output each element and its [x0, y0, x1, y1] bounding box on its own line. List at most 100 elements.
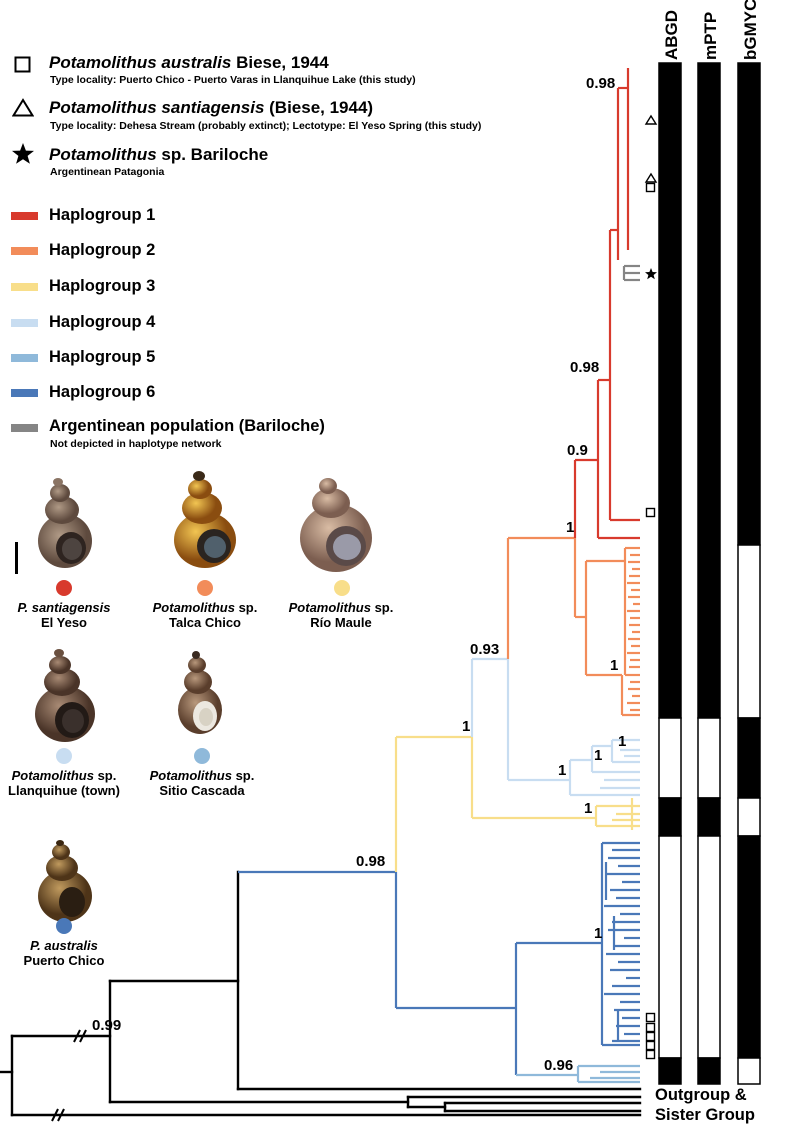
species-legend: Potamolithus australis Biese, 1944 Type … [0, 0, 600, 190]
snail-shell-image [35, 649, 95, 742]
specimen-panel: P. santiagensis El Yeso Potamolithus sp.… [0, 470, 420, 980]
haplogroup-3-label: Haplogroup 3 [49, 277, 156, 295]
specimen-5-caption: Potamolithus sp. Sitio Cascada [149, 768, 255, 798]
haplogroup-6-branches [238, 841, 640, 1075]
bgmyc-segment-3 [737, 717, 761, 799]
specimen-4-color-dot [56, 748, 72, 764]
specimen-2-caption: Potamolithus sp. Talca Chico [152, 600, 258, 630]
abgd-header: ABGD [662, 10, 681, 60]
square-icon [645, 1049, 656, 1060]
haplogroup-5-label: Haplogroup 5 [49, 348, 156, 366]
haplogroup-legend: Haplogroup 1 Haplogroup 2 Haplogroup 3 H… [0, 200, 420, 460]
star-icon [12, 143, 34, 164]
square-icon [645, 1031, 656, 1042]
haplogroup-2-swatch [11, 247, 38, 255]
bgmyc-segment-5 [737, 835, 761, 1059]
bgmyc-header: bGMYC [741, 0, 760, 60]
haplogroup-4-label: Haplogroup 4 [49, 313, 156, 331]
support-value: 0.98 [586, 75, 615, 92]
species-australis-name: Potamolithus australis Biese, 1944 [49, 53, 329, 72]
snail-shell-image [174, 471, 236, 568]
break-marks [51, 1029, 87, 1122]
haplogroup-2-label: Haplogroup 2 [49, 241, 156, 259]
species-australis-note: Type locality: Puerto Chico - Puerto Var… [50, 74, 416, 86]
specimen-3-color-dot [334, 580, 350, 596]
snail-shell-image [38, 478, 92, 568]
tip-symbols [644, 114, 658, 1060]
bariloche-note: Not depicted in haplotype network [50, 438, 222, 450]
square-icon [645, 1040, 656, 1051]
star-icon [645, 268, 657, 280]
support-value: 0.98 [570, 359, 599, 376]
square-icon [645, 507, 656, 518]
abgd-segment-5 [658, 1057, 682, 1085]
square-icon [14, 56, 31, 73]
haplogroup-1-label: Haplogroup 1 [49, 206, 156, 224]
outgroup-label: Outgroup & Sister Group [655, 1085, 755, 1125]
haplogroup-4-branches [470, 657, 640, 797]
specimen-4-caption: Potamolithus sp. Llanquihue (town) [8, 768, 120, 798]
bgmyc-segment-6 [737, 1057, 761, 1085]
haplogroup-3-branches [394, 735, 640, 872]
support-value: 1 [594, 747, 602, 764]
bariloche-label: Argentinean population (Bariloche) [49, 417, 325, 435]
mptp-segment-4 [697, 835, 721, 1059]
haplogroup-3-swatch [11, 283, 38, 291]
haplogroup-5-branches [516, 1064, 640, 1084]
square-icon [645, 1022, 656, 1033]
support-value: 1 [618, 733, 626, 750]
bariloche-branches [622, 264, 640, 282]
support-value: 0.96 [544, 1057, 573, 1074]
mptp-segment-1 [697, 62, 721, 719]
bariloche-swatch [11, 424, 38, 432]
specimen-6-color-dot [56, 918, 72, 934]
support-value: 0.99 [92, 1017, 121, 1034]
support-values: 0.98 0.98 0.9 1 1 0.93 1 1 1 1 0.98 1 1 … [92, 75, 626, 1074]
species-bariloche-note: Argentinean Patagonia [50, 166, 165, 178]
bgmyc-segment-4 [737, 797, 761, 837]
mptp-segment-5 [697, 1057, 721, 1085]
outgroup-label-line2: Sister Group [655, 1106, 755, 1124]
abgd-segment-3 [658, 797, 682, 837]
snail-shell-image [178, 651, 222, 734]
haplogroup-5-swatch [11, 354, 38, 362]
haplogroup-6-swatch [11, 389, 38, 397]
triangle-icon [12, 98, 34, 117]
triangle-icon [644, 114, 658, 125]
specimen-1-color-dot [56, 580, 72, 596]
haplogroup-1-branches [573, 68, 640, 540]
bgmyc-segment-1 [737, 62, 761, 546]
delimitation-headers: ABGD mPTP bGMYC [662, 0, 760, 60]
support-value: 0.9 [567, 442, 588, 459]
specimen-5-color-dot [194, 748, 210, 764]
abgd-segment-4 [658, 835, 682, 1059]
square-icon [645, 1012, 656, 1023]
delimitation-bars [658, 62, 761, 1085]
snail-shell-image [38, 840, 92, 922]
bgmyc-segment-2 [737, 544, 761, 719]
support-value: 1 [558, 762, 566, 779]
specimen-6-caption: P. australis Puerto Chico [23, 938, 105, 968]
specimen-3-caption: Potamolithus sp. Río Maule [288, 600, 394, 630]
haplogroup-4-swatch [11, 319, 38, 327]
specimen-1-caption: P. santiagensis El Yeso [17, 600, 111, 630]
haplogroup-2-branches [506, 536, 640, 717]
triangle-icon [644, 172, 658, 183]
species-bariloche-name: Potamolithus sp. Bariloche [49, 145, 269, 164]
species-santiagensis-name: Potamolithus santiagensis (Biese, 1944) [49, 98, 374, 117]
species-santiagensis-note: Type locality: Dehesa Stream (probably e… [50, 120, 482, 132]
haplogroup-6-label: Haplogroup 6 [49, 383, 156, 401]
square-icon [645, 182, 656, 193]
snail-shell-image [300, 478, 372, 572]
mptp-header: mPTP [701, 12, 720, 60]
support-value: 1 [610, 657, 618, 674]
support-value: 1 [566, 519, 574, 536]
abgd-segment-1 [658, 62, 682, 719]
mptp-segment-3 [697, 797, 721, 837]
support-value: 1 [462, 718, 470, 735]
scale-bar [15, 542, 18, 574]
support-value: 0.93 [470, 641, 499, 658]
mptp-segment-2 [697, 717, 721, 799]
